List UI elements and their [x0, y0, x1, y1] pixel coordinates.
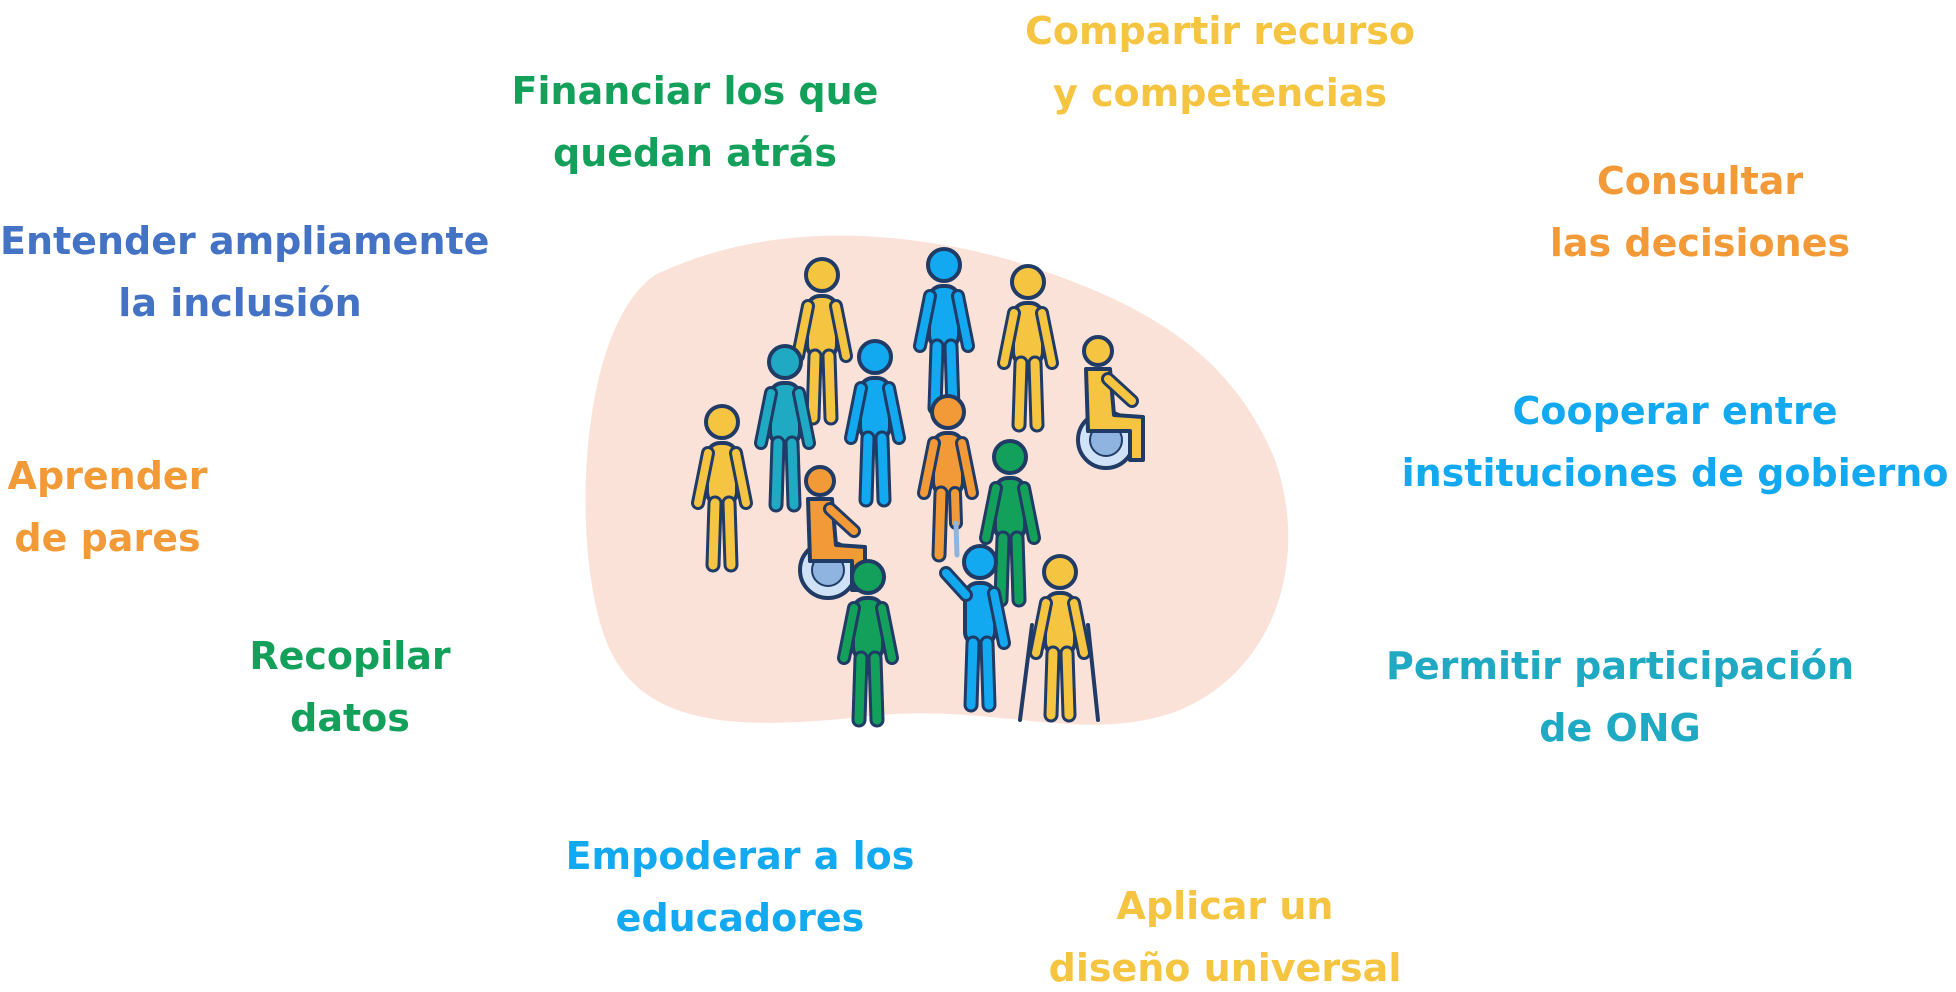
label-permitir: Permitir participación de ONG [1370, 635, 1870, 759]
person-figure-waving [939, 544, 1011, 713]
person-figure-standing [913, 247, 975, 416]
label-recopilar-line2: datos [290, 696, 410, 740]
label-recopilar-line1: Recopilar [249, 634, 451, 678]
label-compartir: Compartir recurso y competencias [1020, 0, 1420, 124]
person-figure-standing [979, 439, 1041, 608]
person-figure-wheelchair [1076, 335, 1145, 470]
person-figure-standing [691, 404, 753, 573]
person-figure-standing [997, 264, 1059, 433]
label-financiar: Financiar los que quedan atrás [505, 60, 885, 184]
label-entender-line2: la inclusión [118, 281, 362, 325]
label-recopilar: Recopilar datos [220, 625, 480, 749]
label-permitir-line1: Permitir participación [1385, 644, 1855, 688]
person-figure-standing [844, 339, 906, 508]
person-figure-standing [754, 344, 816, 513]
people-figures [691, 247, 1145, 728]
label-aplicar-line1: Aplicar un [1116, 884, 1334, 928]
label-cooperar: Cooperar entre instituciones de gobierno [1400, 380, 1950, 504]
label-consultar-line2: las decisiones [1549, 221, 1851, 265]
label-financiar-line2: quedan atrás [553, 131, 837, 175]
person-figure-standing [837, 559, 899, 728]
label-entender: Entender ampliamente la inclusión [0, 210, 490, 334]
label-compartir-line2: y competencias [1052, 71, 1387, 115]
label-empoderar: Empoderar a los educadores [555, 825, 925, 949]
person-figure-prosthetic-leg [917, 394, 979, 563]
label-consultar: Consultar las decisiones [1535, 150, 1865, 274]
label-consultar-line1: Consultar [1596, 159, 1804, 203]
label-empoderar-line2: educadores [615, 896, 865, 940]
person-figure-wheelchair [798, 465, 867, 600]
label-entender-line1: Entender ampliamente [0, 219, 490, 263]
label-aprender-line1: Aprender [7, 454, 208, 498]
label-aplicar: Aplicar un diseño universal [1040, 875, 1410, 992]
person-figure-standing [791, 257, 853, 426]
label-cooperar-line2: instituciones de gobierno [1401, 451, 1949, 495]
label-financiar-line1: Financiar los que [511, 69, 879, 113]
label-aprender-line2: de pares [14, 516, 201, 560]
person-figure-crutches [1018, 554, 1100, 723]
label-aprender: Aprender de pares [0, 445, 215, 569]
label-empoderar-line1: Empoderar a los [565, 834, 915, 878]
label-aplicar-line2: diseño universal [1048, 946, 1402, 990]
label-permitir-line2: de ONG [1539, 706, 1701, 750]
label-compartir-line1: Compartir recurso [1025, 9, 1415, 53]
label-cooperar-line1: Cooperar entre [1512, 389, 1838, 433]
